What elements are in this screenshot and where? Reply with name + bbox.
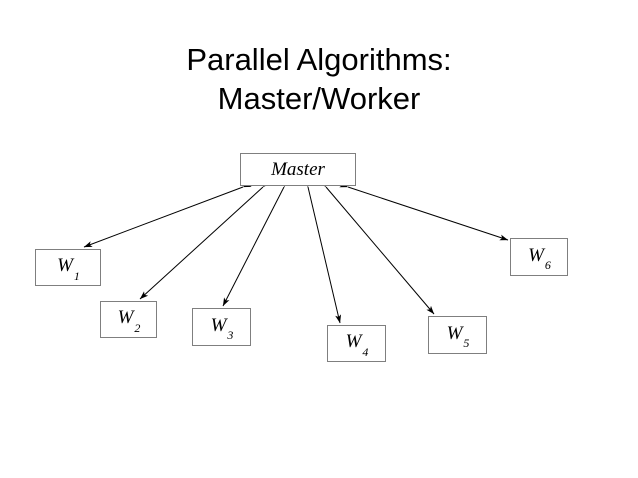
master-node[interactable]: Master <box>240 153 356 186</box>
page-title: Parallel Algorithms: Master/Worker <box>0 40 638 118</box>
worker-label-subscript: 3 <box>227 328 234 343</box>
worker-label-base: W <box>57 255 73 277</box>
worker-label-base: W <box>210 314 227 336</box>
worker-node-w6[interactable]: W6 <box>510 238 568 276</box>
edge-master-to-w5 <box>318 178 435 315</box>
edge-master-to-w2 <box>139 179 272 300</box>
worker-label-subscript: 4 <box>362 344 369 359</box>
worker-node-label: W2 <box>117 307 141 335</box>
edge-master-to-w3 <box>222 178 291 307</box>
edge-master-to-w4 <box>303 178 342 324</box>
worker-node-label: W6 <box>528 244 551 273</box>
worker-label-base: W <box>117 307 134 329</box>
worker-label-subscript: 2 <box>134 320 141 335</box>
worker-node-label: W3 <box>210 314 234 343</box>
worker-label-base: W <box>528 244 544 266</box>
worker-node-w4[interactable]: W4 <box>327 325 386 362</box>
worker-label-base: W <box>345 331 362 353</box>
worker-node-w2[interactable]: W2 <box>100 301 157 338</box>
worker-label-base: W <box>446 322 463 344</box>
worker-label-subscript: 5 <box>463 336 470 351</box>
worker-node-label: W1 <box>57 255 80 283</box>
worker-node-label: W4 <box>345 331 369 359</box>
edge-master-to-w1 <box>83 181 252 248</box>
edge-master-to-w6 <box>339 181 509 241</box>
worker-node-w1[interactable]: W1 <box>35 249 101 286</box>
worker-node-w3[interactable]: W3 <box>192 308 251 346</box>
page-title-line-2: Master/Worker <box>217 81 421 116</box>
worker-label-subscript: 1 <box>73 268 80 283</box>
worker-label-subscript: 6 <box>544 258 551 273</box>
master-node-label: Master <box>271 158 325 180</box>
worker-node-label: W5 <box>446 322 470 351</box>
page-title-line-1: Parallel Algorithms: <box>186 42 452 77</box>
worker-node-w5[interactable]: W5 <box>428 316 487 354</box>
